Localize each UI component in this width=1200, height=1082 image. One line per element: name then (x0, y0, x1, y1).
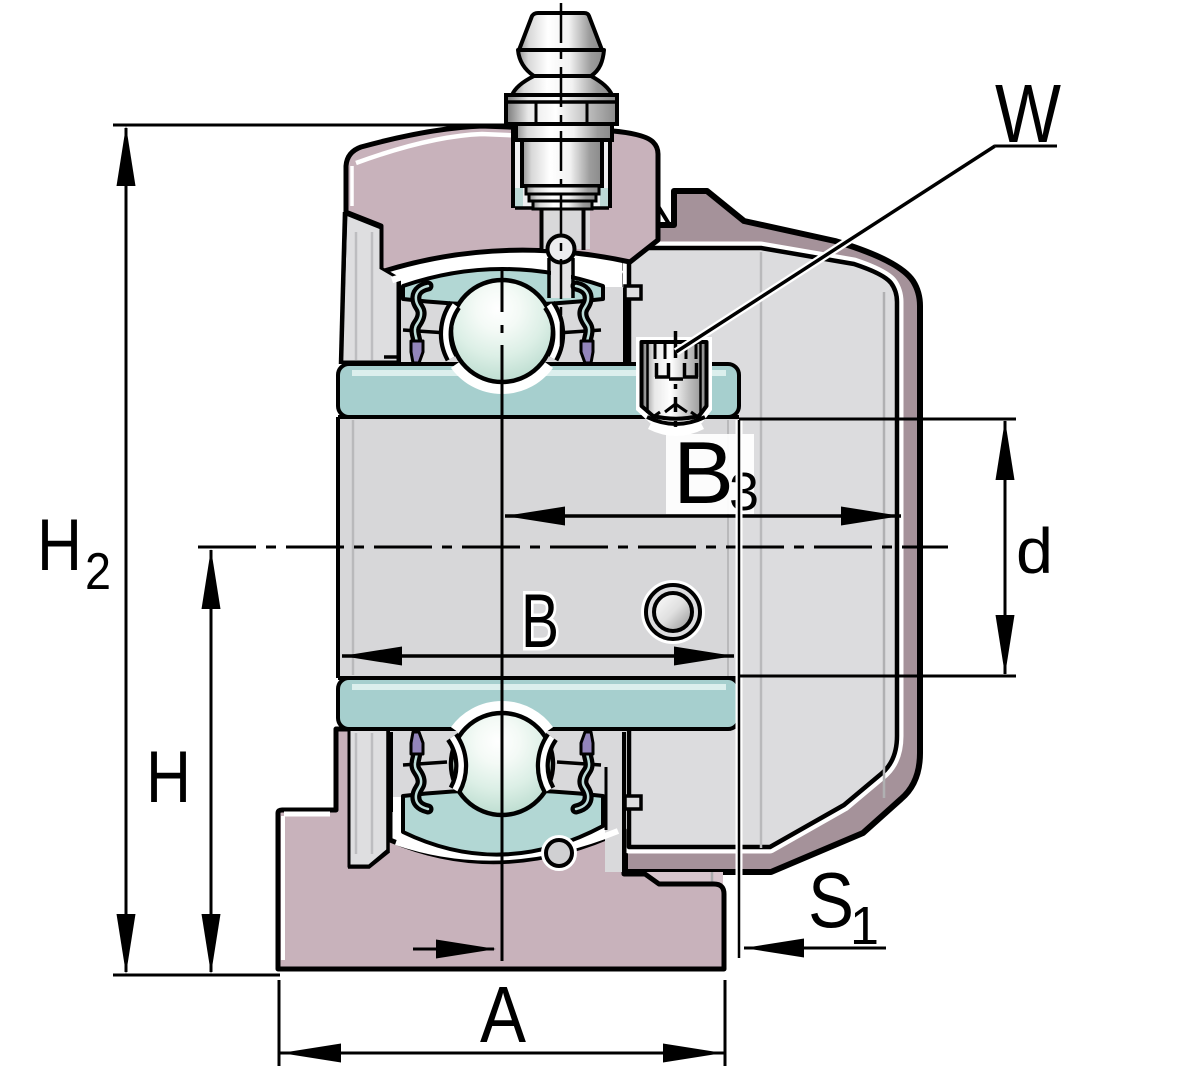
svg-text:H: H (37, 505, 82, 586)
svg-text:d: d (1016, 515, 1053, 587)
svg-text:S: S (808, 856, 854, 944)
svg-text:3: 3 (729, 462, 759, 522)
svg-text:1: 1 (850, 896, 879, 956)
svg-text:H: H (146, 737, 191, 818)
svg-text:B: B (521, 579, 559, 664)
svg-text:B: B (673, 423, 734, 522)
svg-text:2: 2 (85, 543, 111, 601)
svg-text:A: A (480, 970, 527, 1059)
